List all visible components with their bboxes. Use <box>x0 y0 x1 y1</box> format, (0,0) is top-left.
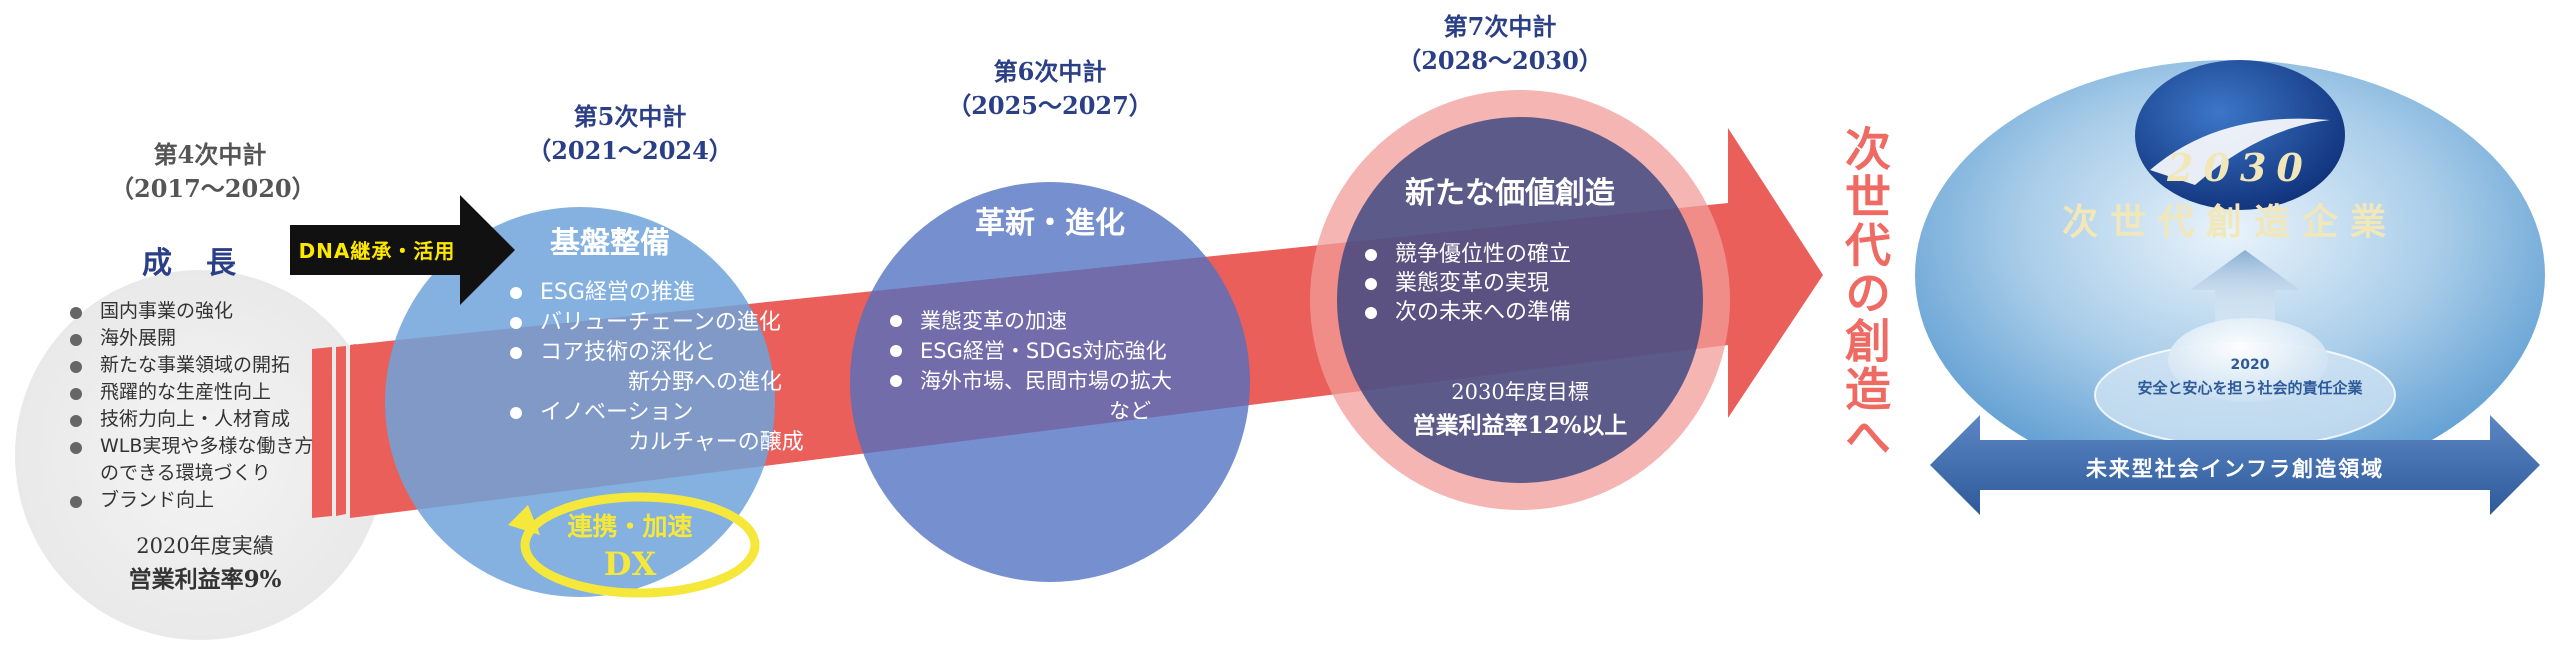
phase5-list-item: バリューチェーンの進化 <box>510 308 840 338</box>
phase7-target-value: 営業利益率12%以上 <box>1412 412 1628 439</box>
phase4-list-item: WLB実現や多様な働き方 のできる環境づくり <box>70 433 370 487</box>
phase5-list: ESG経営の推進バリューチェーンの進化コア技術の深化と 新分野への進化イノベーシ… <box>510 278 840 458</box>
cycle-arrow-head <box>508 505 540 535</box>
phase4-list-item: 飛躍的な生産性向上 <box>70 379 370 406</box>
vision-year: 2030 <box>2167 145 2313 190</box>
phase4-heading: 成 長 <box>142 246 238 281</box>
phase7-period: （2028〜2030） <box>1397 46 1603 75</box>
phase4-list-item: ブランド向上 <box>70 487 370 514</box>
logo-swoosh <box>2150 118 2330 185</box>
arrow-tail-stripe <box>350 344 356 514</box>
phase7-title: 第7次中計 <box>1443 12 1557 41</box>
phase4-result-value: 営業利益率9% <box>128 566 282 593</box>
phase4-title: 第4次中計 <box>153 140 267 169</box>
phase7-heading: 新たな価値創造 <box>1405 176 1615 211</box>
dx-label: DX <box>603 545 657 583</box>
vision-title: 次世代創造企業 <box>2061 202 2398 243</box>
phase5-list-item: ESG経営の推進 <box>510 278 840 308</box>
cycle-arrow <box>520 492 760 598</box>
phase4-header: 第4次中計 （2017〜2020） <box>110 138 316 206</box>
phase6-heading: 革新・進化 <box>975 206 1125 241</box>
phase7-list-item: 業態変革の実現 <box>1365 269 1665 298</box>
phase6-circle <box>850 182 1250 582</box>
phase6-title: 第6次中計 <box>993 57 1107 86</box>
phase7-header: 第7次中計 （2028〜2030） <box>1380 10 1620 78</box>
phase5-title: 第5次中計 <box>573 102 687 131</box>
phase6-header: 第6次中計 （2025〜2027） <box>940 55 1160 123</box>
phase6-list-item: 海外市場、民間市場の拡大 など <box>890 366 1230 426</box>
arrow-tail-stripe <box>336 346 346 516</box>
phase7-list-item: 次の未来への準備 <box>1365 298 1665 327</box>
small-bubble <box>2168 318 2328 402</box>
phase4-result-label: 2020年度実績 <box>136 534 274 558</box>
phase4-list-item: 新たな事業領域の開拓 <box>70 352 370 379</box>
next-gen-label: 次世代の創造へ <box>1838 125 1892 461</box>
dna-arrow <box>290 195 515 305</box>
cycle-label: 連携・加速 <box>567 512 693 541</box>
phase7-list-item: 競争優位性の確立 <box>1365 240 1665 269</box>
vision-sub-year: 2020 <box>2230 357 2270 373</box>
phase6-list-item: ESG経営・SDGs対応強化 <box>890 336 1230 366</box>
up-arrow <box>2190 250 2300 330</box>
phase6-list-item: 業態変革の加速 <box>890 306 1230 336</box>
vision-domain-label: 未来型社会インフラ創造領域 <box>2085 457 2385 481</box>
dna-label: DNA継承・活用 <box>298 239 456 263</box>
phase4-period: （2017〜2020） <box>110 174 316 203</box>
phase6-period: （2025〜2027） <box>947 91 1153 120</box>
phase4-circle <box>15 270 385 640</box>
phase5-list-item: コア技術の深化と 新分野への進化 <box>510 338 840 398</box>
phase5-header: 第5次中計 （2021〜2024） <box>520 100 740 168</box>
phase4-list-item: 国内事業の強化 <box>70 298 370 325</box>
arrow-tail-stripe <box>312 347 332 518</box>
vision-sub-title: 安全と安心を担う社会的責任企業 <box>2137 379 2363 397</box>
phase5-heading: 基盤整備 <box>550 226 670 261</box>
phase7-list: 競争優位性の確立業態変革の実現次の未来への準備 <box>1365 240 1665 327</box>
phase5-list-item: イノベーション カルチャーの醸成 <box>510 398 840 458</box>
phase4-list-item: 海外展開 <box>70 325 370 352</box>
phase5-period: （2021〜2024） <box>527 136 733 165</box>
phase7-target-label: 2030年度目標 <box>1451 380 1589 404</box>
domain-arrow <box>1930 415 2540 515</box>
phase4-list: 国内事業の強化海外展開新たな事業領域の開拓飛躍的な生産性向上技術力向上・人材育成… <box>70 298 370 514</box>
phase7-circle <box>1337 117 1703 483</box>
phase4-list-item: 技術力向上・人材育成 <box>70 406 370 433</box>
